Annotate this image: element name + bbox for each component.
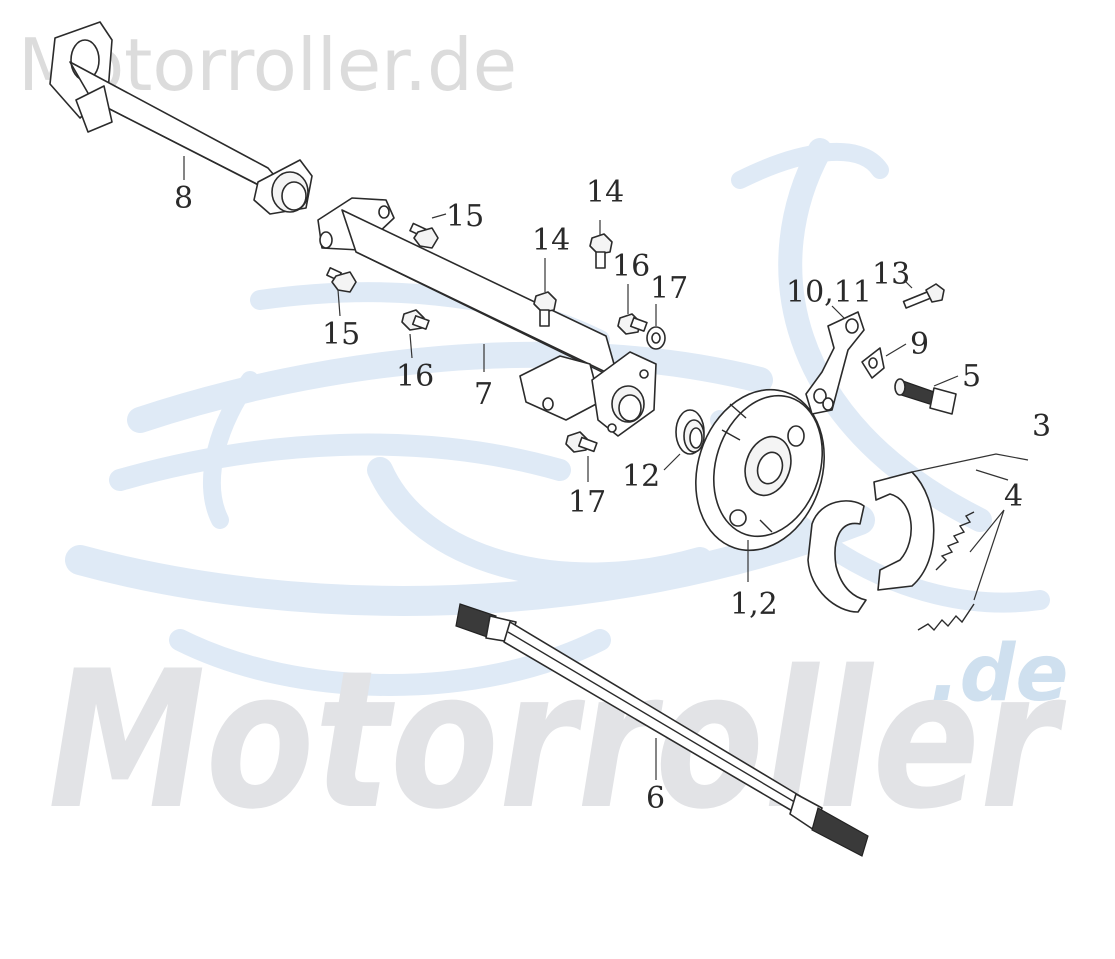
- callout-8: 8: [174, 181, 193, 216]
- callout-13: 13: [872, 257, 910, 292]
- part-3-brake-shoes: [807, 471, 935, 613]
- callout-12: 12: [622, 459, 660, 494]
- washer-17-upper: [646, 326, 666, 350]
- watermark-scooter-swoosh: [65, 138, 1050, 696]
- callout-labels: 8 15 15 14 14 16 17 16 7 17 12 1,2 10,11…: [174, 175, 1051, 816]
- callout-15-upper: 15: [446, 199, 484, 234]
- part-5-brake-cam: [894, 378, 957, 415]
- bolt-15-upper: [409, 222, 439, 249]
- callout-3: 3: [1032, 409, 1051, 444]
- part-10-11-brake-arm: [805, 311, 865, 415]
- part-7-swing-arm-tube: [317, 197, 657, 437]
- bolt-16-lower: [401, 309, 430, 331]
- part-13-bolt: [902, 283, 945, 309]
- leader-lines: [183, 156, 1029, 780]
- callout-5: 5: [962, 359, 981, 394]
- part-9-washer: [861, 347, 885, 379]
- callout-17-lower: 17: [568, 485, 606, 520]
- bolt-15-lower: [326, 267, 357, 293]
- callout-16-middle: 16: [612, 249, 650, 284]
- bolt-17-lower: [565, 431, 598, 453]
- watermark-de-text: .de: [930, 629, 1068, 719]
- callout-14-upper: 14: [586, 175, 624, 210]
- callout-14-middle: 14: [532, 223, 570, 258]
- callout-1-2: 1,2: [730, 587, 778, 622]
- part-8-swing-arm-tube: [49, 21, 313, 215]
- callout-6: 6: [646, 781, 665, 816]
- callout-16-lower: 16: [396, 359, 434, 394]
- part-6-axle-shaft: [455, 603, 869, 857]
- bolt-14-upper: [589, 233, 613, 269]
- bolt-16-middle: [617, 313, 648, 335]
- bolt-14-middle: [533, 291, 557, 327]
- part-12-bearing: [675, 409, 705, 455]
- part-1-2-brake-plate: [695, 388, 825, 552]
- callout-15-lower: 15: [322, 317, 360, 352]
- callout-17-upper: 17: [650, 271, 688, 306]
- callout-9: 9: [910, 327, 929, 362]
- callout-7: 7: [474, 377, 493, 412]
- callout-4: 4: [1004, 479, 1023, 514]
- callout-10-11: 10,11: [786, 275, 872, 310]
- part-4-springs: [917, 511, 975, 632]
